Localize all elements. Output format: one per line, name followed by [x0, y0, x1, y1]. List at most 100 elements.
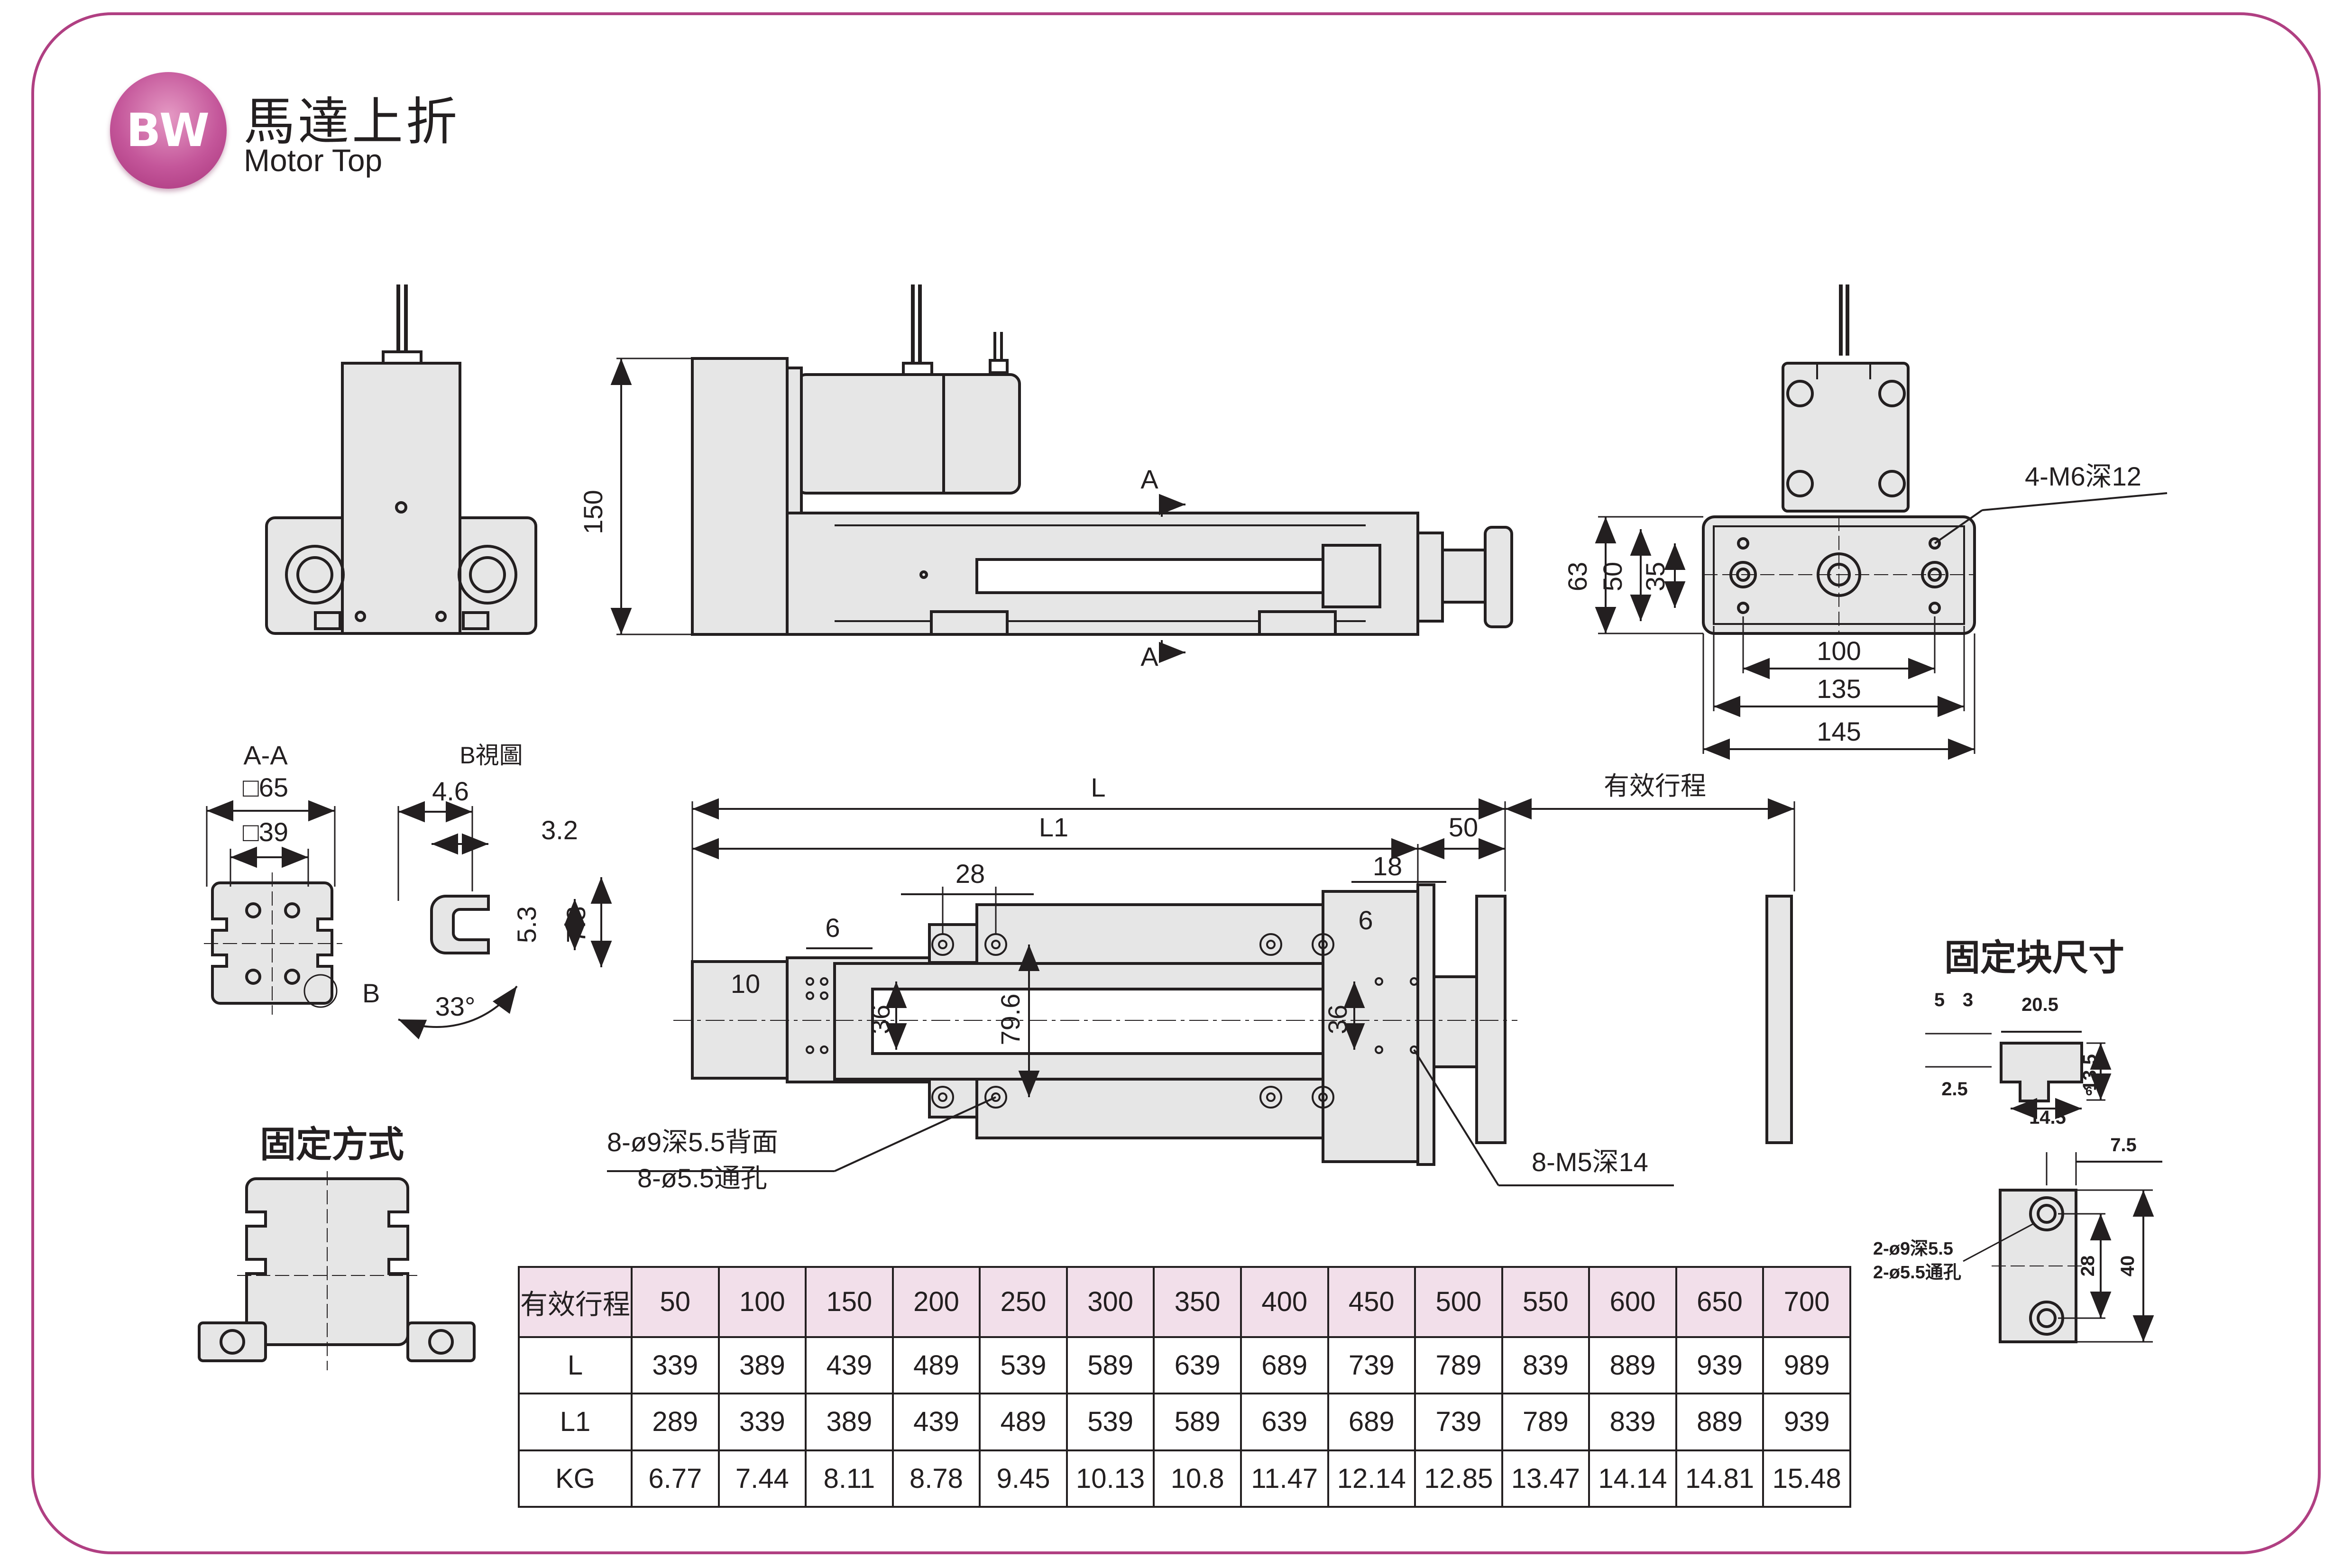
value-cell: 689: [1327, 1393, 1416, 1451]
value-cell: 439: [805, 1336, 894, 1395]
dim-36-left: 36: [865, 1005, 895, 1034]
dim-50-end: 50: [1449, 812, 1478, 842]
value-cell: 639: [1240, 1393, 1329, 1451]
value-cell: 789: [1414, 1336, 1503, 1395]
callout-counterbore: 8-ø9深5.5背面: [607, 1127, 778, 1157]
row-label-cell: KG: [518, 1449, 633, 1508]
dim-l: L: [1091, 772, 1105, 802]
value-cell: 12.85: [1414, 1449, 1503, 1508]
dim-63: 63: [1562, 562, 1592, 591]
section-marker-bottom: A: [1140, 642, 1158, 671]
dim-79-6: 79.6: [995, 994, 1025, 1045]
value-cell: 689: [1240, 1336, 1329, 1395]
page-frame: [31, 12, 2321, 1554]
block-callout-counterbore: 2-ø9深5.5: [1873, 1239, 1953, 1259]
front-view: [265, 284, 537, 635]
stroke-cell: 550: [1501, 1266, 1590, 1338]
value-cell: 539: [979, 1336, 1068, 1395]
stroke-cell: 150: [805, 1266, 894, 1338]
value-cell: 11.47: [1240, 1449, 1329, 1508]
stroke-cell: 600: [1588, 1266, 1677, 1338]
value-cell: 389: [717, 1336, 807, 1395]
stroke-header-cell: 有效行程: [518, 1266, 633, 1338]
block-dim-3: 3: [1963, 990, 1973, 1010]
row-label-cell: L1: [518, 1393, 633, 1451]
value-cell: 789: [1501, 1393, 1590, 1451]
section-aa: [204, 800, 342, 1015]
side-view: [610, 284, 1513, 663]
callout-through-hole: 8-ø5.5通孔: [637, 1163, 767, 1193]
value-cell: 939: [1762, 1393, 1851, 1451]
value-cell: 839: [1588, 1393, 1677, 1451]
value-cell: 839: [1501, 1336, 1590, 1395]
block-dim-5: 5: [1934, 990, 1945, 1010]
block-top-view: [1925, 1031, 2112, 1119]
dim-6-right: 6: [1358, 905, 1373, 935]
dim-3-2: 3.2: [541, 815, 578, 845]
stroke-cell: 250: [979, 1266, 1068, 1338]
stroke-cell: 400: [1240, 1266, 1329, 1338]
view-b: [397, 801, 612, 1040]
value-cell: 739: [1327, 1336, 1416, 1395]
block-title: 固定块尺寸: [1944, 938, 2124, 978]
stroke-cell: 200: [891, 1266, 981, 1338]
dim-height-150: 150: [578, 490, 608, 534]
stroke-cell: 700: [1762, 1266, 1851, 1338]
row-label-cell: L: [518, 1336, 633, 1395]
value-cell: 389: [805, 1393, 894, 1451]
value-cell: 12.14: [1327, 1449, 1416, 1508]
section-marker-top: A: [1140, 464, 1158, 494]
block-dim-20-5: 20.5: [2021, 994, 2058, 1015]
plan-view: [607, 798, 1795, 1186]
dim-5-3: 5.3: [512, 906, 542, 943]
dim-28: 28: [956, 859, 985, 889]
dim-135: 135: [1817, 674, 1861, 704]
dim-18: 18: [1373, 851, 1402, 881]
value-cell: 289: [631, 1393, 720, 1451]
value-cell: 9.45: [979, 1449, 1068, 1508]
value-cell: 439: [891, 1393, 981, 1451]
value-cell: 14.81: [1675, 1449, 1764, 1508]
block-callout-through-hole: 2-ø5.5通孔: [1873, 1263, 1961, 1283]
block-dim-14-5: 14.5: [2029, 1107, 2066, 1128]
value-cell: 889: [1588, 1336, 1677, 1395]
page-subtitle: Motor Top: [244, 143, 383, 178]
stroke-cell: 100: [717, 1266, 807, 1338]
dim-square-65: □65: [243, 772, 288, 802]
value-cell: 13.47: [1501, 1449, 1590, 1508]
stroke-cell: 450: [1327, 1266, 1416, 1338]
block-dim-7-5: 7.5: [2110, 1135, 2137, 1155]
callout-m6: 4-M6深12: [2025, 461, 2141, 491]
callout-m5: 8-M5深14: [1532, 1147, 1648, 1177]
dim-10: 10: [731, 969, 760, 999]
dim-square-39: □39: [243, 817, 288, 847]
value-cell: 489: [891, 1336, 981, 1395]
block-dim-13-5: 13.5: [2079, 1054, 2100, 1091]
value-cell: 6.77: [631, 1449, 720, 1508]
block-dim-6: 6: [2086, 1084, 2092, 1098]
value-cell: 339: [631, 1336, 720, 1395]
section-aa-title: A-A: [243, 740, 288, 770]
stroke-cell: 500: [1414, 1266, 1503, 1338]
dim-50: 50: [1598, 562, 1627, 591]
value-cell: 889: [1675, 1393, 1764, 1451]
stroke-cell: 300: [1066, 1266, 1155, 1338]
dim-36-right: 36: [1323, 1005, 1352, 1034]
value-cell: 589: [1153, 1393, 1242, 1451]
dim-l1: L1: [1039, 812, 1068, 842]
view-b-marker: B: [362, 978, 380, 1008]
stroke-label: 有效行程: [1604, 772, 1706, 800]
value-cell: 8.11: [805, 1449, 894, 1508]
value-cell: 339: [717, 1393, 807, 1451]
stroke-cell: 350: [1153, 1266, 1242, 1338]
block-dim-40: 40: [2117, 1256, 2138, 1277]
value-cell: 589: [1066, 1336, 1155, 1395]
value-cell: 989: [1762, 1336, 1851, 1395]
value-cell: 639: [1153, 1336, 1242, 1395]
block-dim-28: 28: [2077, 1256, 2098, 1277]
